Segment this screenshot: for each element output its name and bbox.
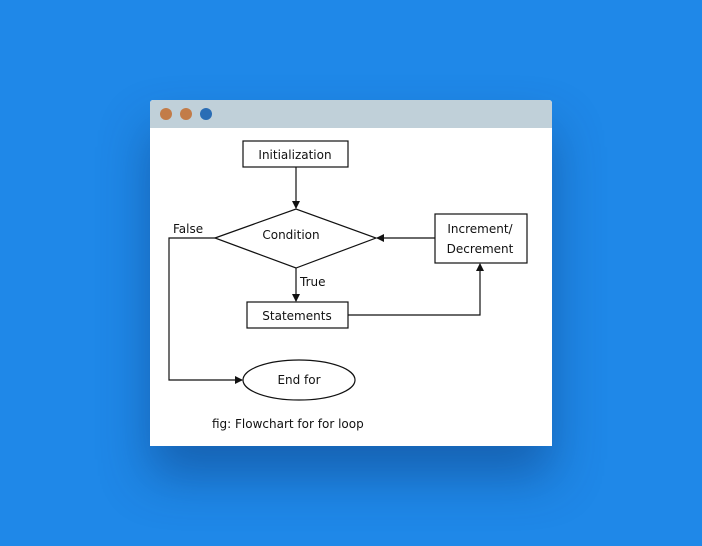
- init-label: Initialization: [258, 148, 331, 162]
- statements-label: Statements: [262, 309, 331, 323]
- maximize-button[interactable]: [200, 108, 212, 120]
- arrow-statements-to-increment: [348, 263, 484, 316]
- true-label: True: [299, 275, 326, 289]
- false-label: False: [173, 222, 203, 236]
- statements-box: [246, 301, 349, 329]
- increment-label-2: Decrement: [447, 242, 514, 256]
- caption: fig: Flowchart for for loop: [212, 417, 364, 431]
- end-ellipse: [242, 359, 356, 401]
- close-button[interactable]: [160, 108, 172, 120]
- minimize-button[interactable]: [180, 108, 192, 120]
- arrow-false: [168, 237, 243, 384]
- condition-label: Condition: [262, 228, 319, 242]
- init-box: [242, 140, 349, 168]
- end-label: End for: [277, 373, 320, 387]
- title-bar: [150, 100, 552, 128]
- increment-label-1: Increment/: [447, 222, 513, 236]
